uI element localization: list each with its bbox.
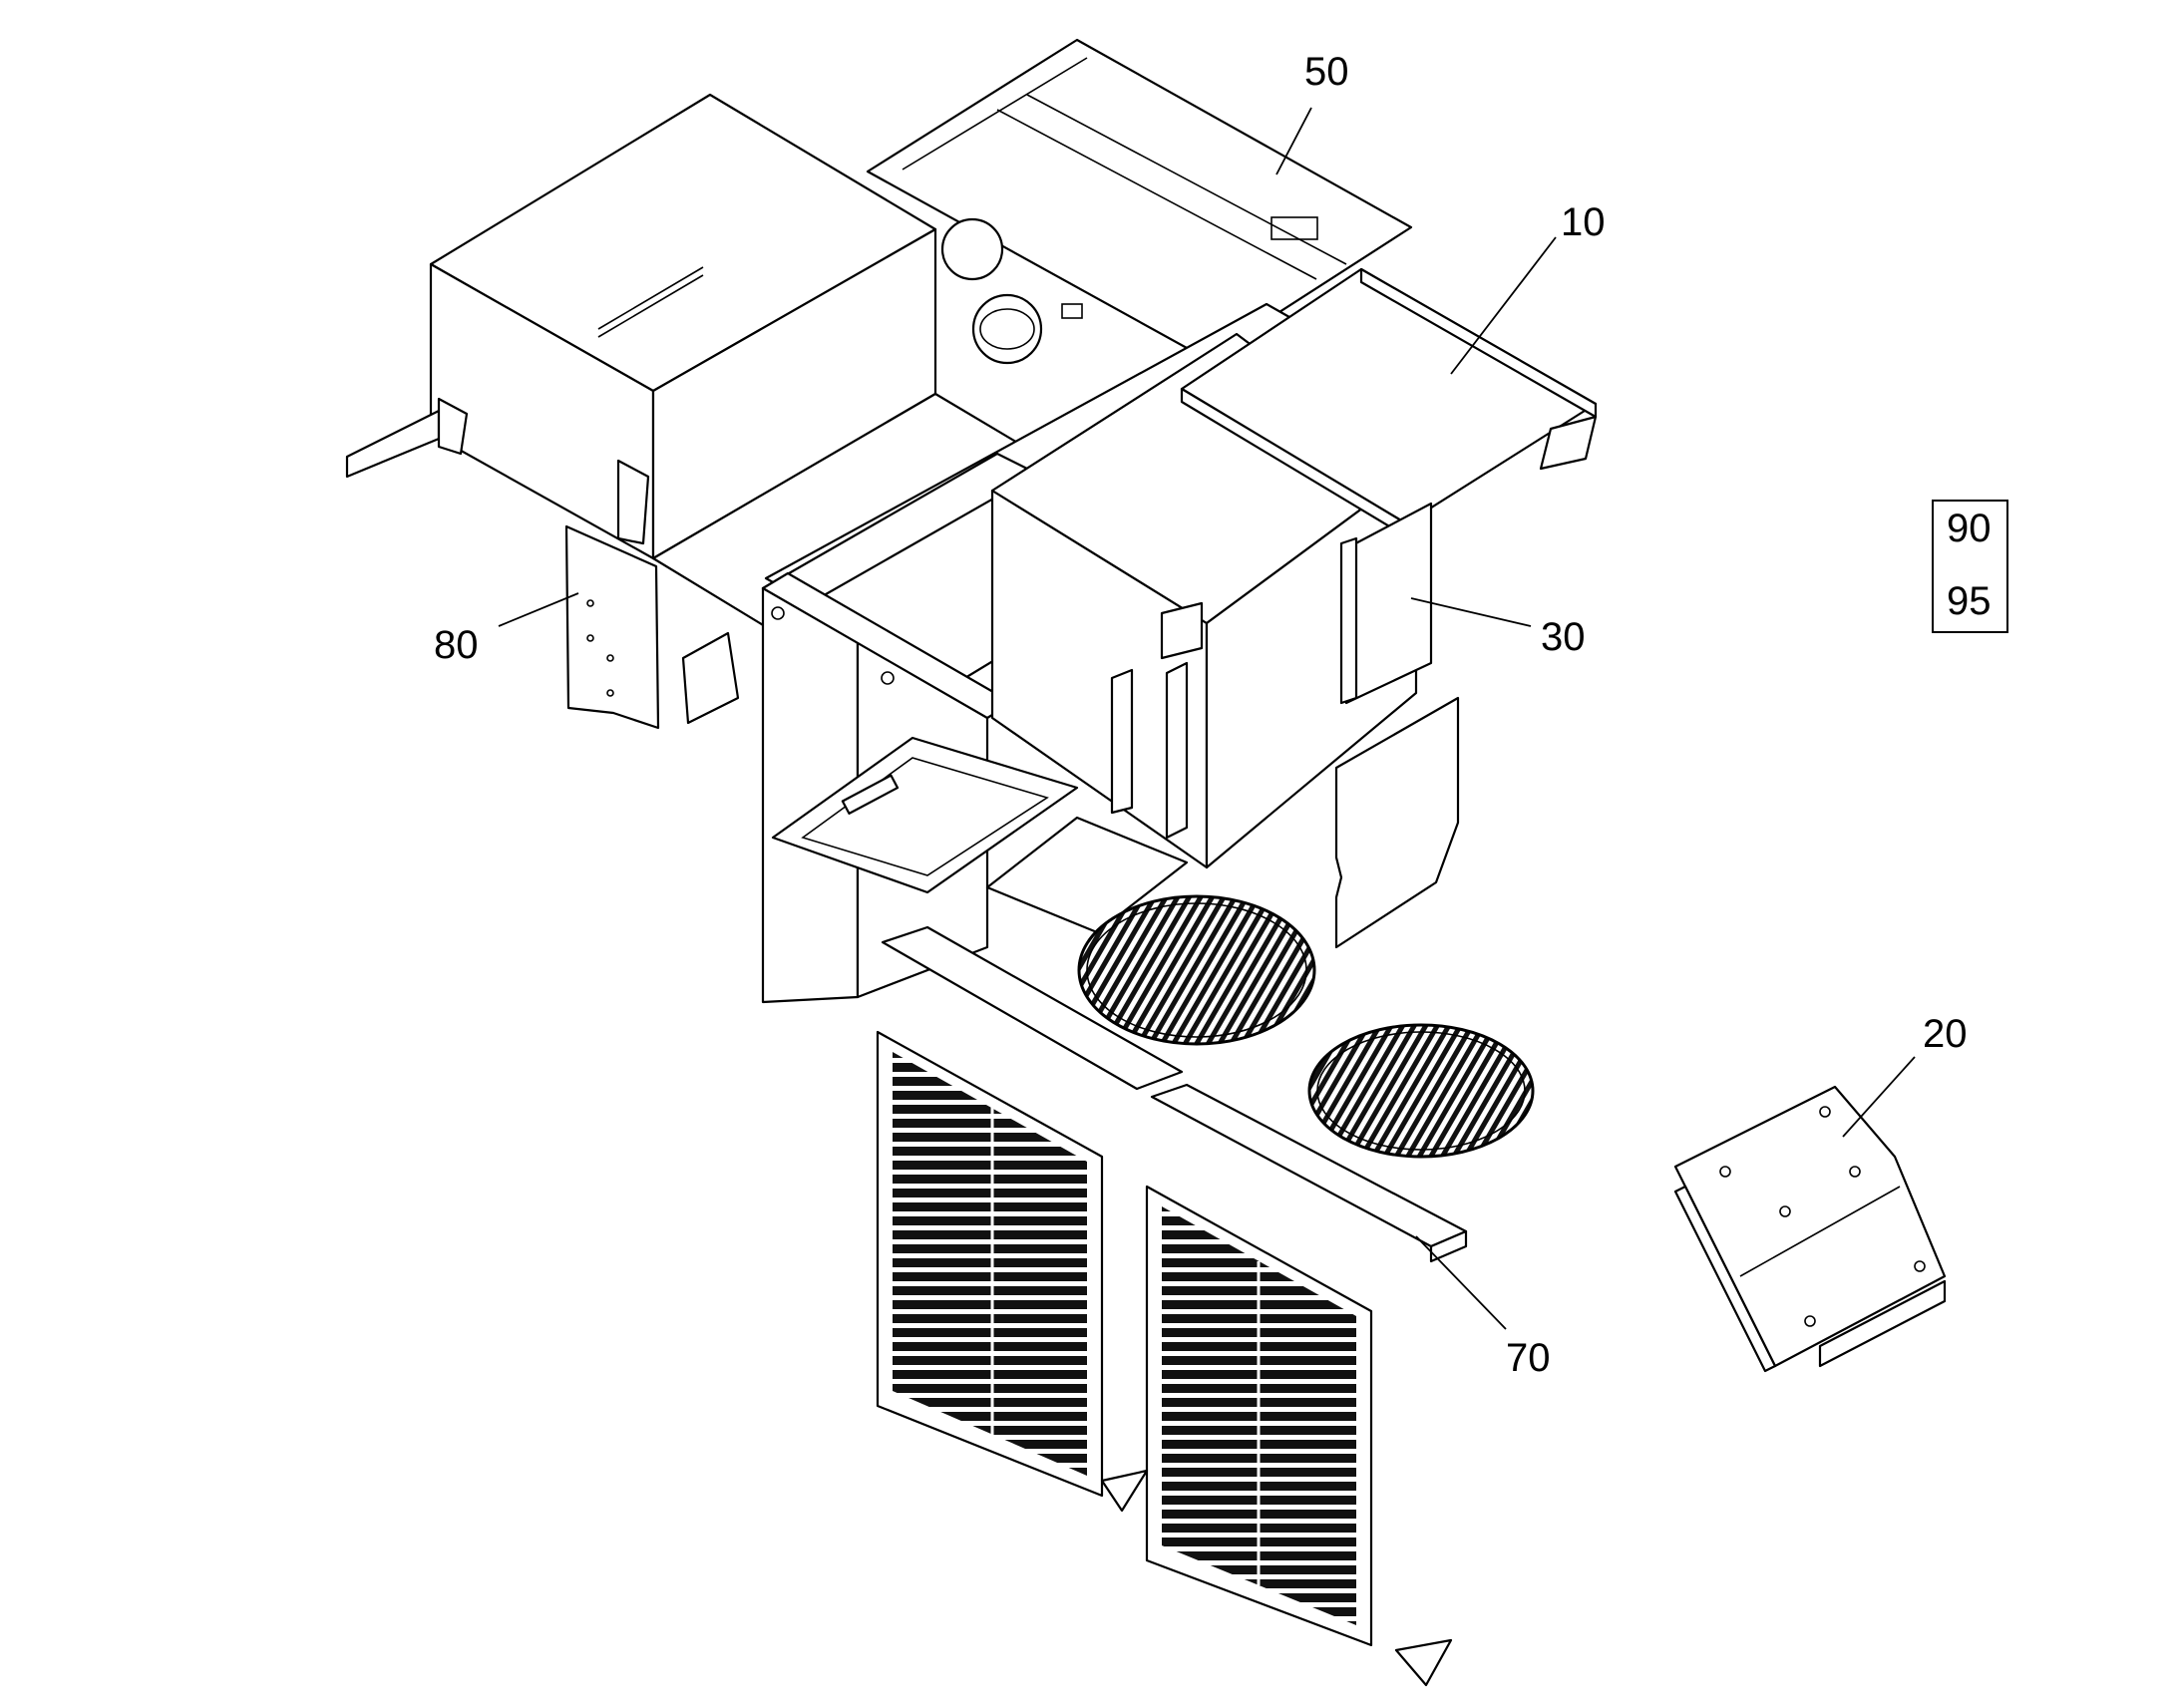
grille-panel-right (1145, 1185, 1373, 1647)
right-roof-panel (1180, 267, 1598, 538)
left-side-frame (564, 524, 740, 730)
mounting-tab-1 (1100, 1469, 1149, 1513)
reference-box: 90 95 (1932, 500, 2008, 633)
mounting-tab-2 (1394, 1638, 1453, 1687)
leader-10 (1450, 236, 1557, 375)
callout-80: 80 (434, 623, 479, 667)
callout-10: 10 (1561, 200, 1606, 244)
leader-20 (1842, 1056, 1916, 1138)
left-enclosure-box (345, 93, 937, 560)
leader-30 (1410, 597, 1532, 627)
grille-panel-left (876, 1030, 1104, 1498)
reference-90: 90 (1947, 507, 1992, 550)
right-side-panel (1339, 502, 1433, 705)
leader-80 (498, 592, 579, 627)
fan-guard-upper (1077, 894, 1316, 1046)
reference-95: 95 (1947, 579, 1992, 623)
leader-50 (1275, 107, 1312, 175)
top-cover-plate (866, 38, 1413, 365)
loose-side-panel (1334, 696, 1460, 949)
front-trim-strips (881, 925, 1468, 1263)
callout-70: 70 (1506, 1336, 1551, 1380)
callout-30: 30 (1541, 615, 1586, 659)
callout-50: 50 (1304, 50, 1349, 94)
detached-hood (1673, 1085, 1947, 1373)
callout-20: 20 (1923, 1012, 1968, 1056)
leader-70 (1415, 1235, 1507, 1330)
fan-guard-lower (1307, 1023, 1535, 1159)
